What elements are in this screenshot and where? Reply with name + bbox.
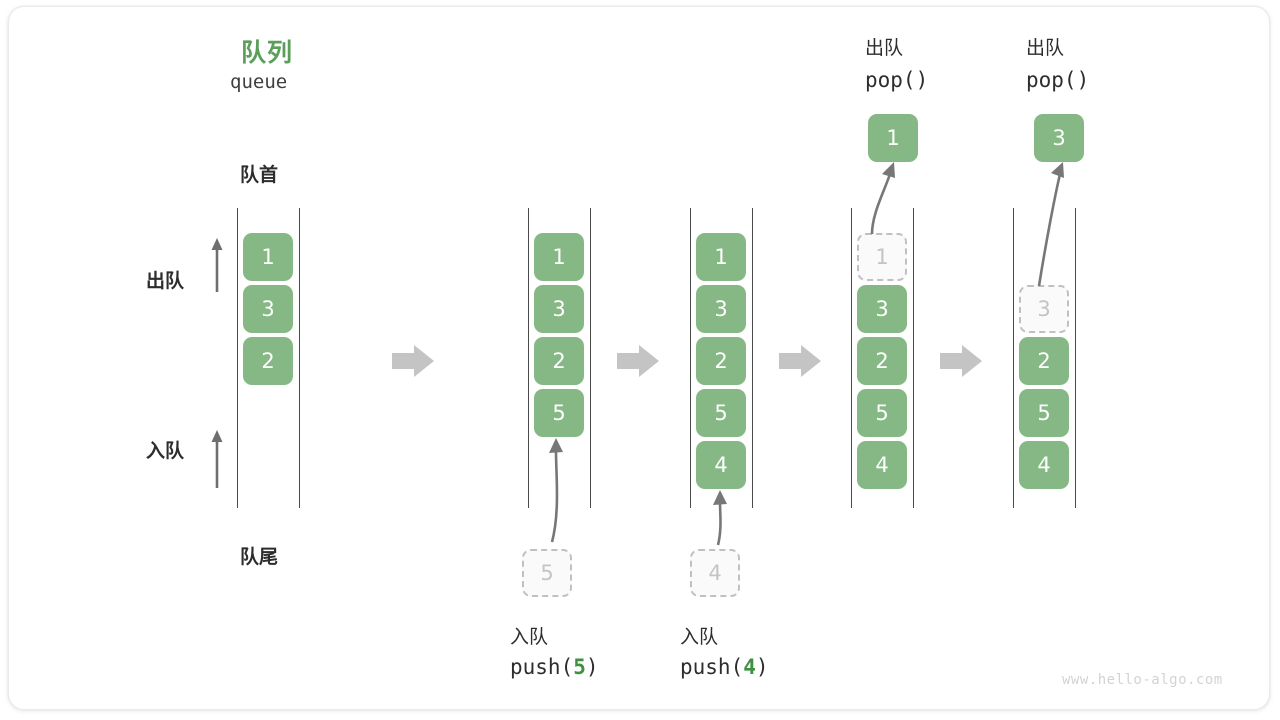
push-4-code-suffix: ) — [755, 655, 769, 679]
queue-cell: 3 — [534, 285, 584, 333]
push-4-code-arg: 4 — [743, 655, 756, 679]
queue-cell: 4 — [1019, 441, 1069, 489]
queue-cell: 2 — [857, 337, 907, 385]
step-arrow-icon — [779, 345, 821, 377]
push-5-arrow-icon — [549, 438, 563, 543]
pop-1-op-label: 出队 — [865, 37, 904, 59]
queue-cell: 5 — [1019, 389, 1069, 437]
step-arrow-icon — [940, 345, 982, 377]
rail-left — [528, 208, 529, 508]
queue-cell: 2 — [696, 337, 746, 385]
popped-cell: 1 — [868, 114, 918, 162]
push-5-code-arg: 5 — [573, 655, 586, 679]
rail-right — [913, 208, 914, 508]
queue-cell: 4 — [696, 441, 746, 489]
queue-cell: 3 — [857, 285, 907, 333]
dequeue-side-label: 出队 — [146, 270, 185, 292]
queue-cell: 4 — [857, 441, 907, 489]
incoming-cell-ghost: 4 — [690, 549, 740, 597]
rail-right — [590, 208, 591, 508]
queue-cell: 2 — [243, 337, 293, 385]
queue-cell-ghost: 3 — [1019, 285, 1069, 333]
watermark: www.hello-algo.com — [1062, 672, 1223, 688]
push-5-code-label: push(5) — [510, 655, 599, 679]
pop-3-arrow-icon — [1037, 162, 1064, 287]
push-4-code-prefix: push( — [680, 655, 744, 679]
queue-rear-label: 队尾 — [240, 546, 279, 568]
rail-left — [690, 208, 691, 508]
queue-cell: 1 — [534, 233, 584, 281]
queue-cell-ghost: 1 — [857, 233, 907, 281]
queue-cell: 3 — [243, 285, 293, 333]
queue-cell: 2 — [1019, 337, 1069, 385]
rail-right — [752, 208, 753, 508]
queue-cell: 5 — [696, 389, 746, 437]
queue-cell: 1 — [696, 233, 746, 281]
rail-right — [299, 208, 300, 508]
rail-left — [851, 208, 852, 508]
queue-cell: 2 — [534, 337, 584, 385]
page-title: 队列 — [241, 38, 294, 67]
pop-1-code-label: pop() — [865, 68, 929, 92]
popped-cell: 3 — [1034, 114, 1084, 162]
step-arrow-icon — [617, 345, 659, 377]
queue-cell: 5 — [857, 389, 907, 437]
enqueue-side-label: 入队 — [146, 440, 185, 462]
queue-cell: 1 — [243, 233, 293, 281]
push-4-code-label: push(4) — [680, 655, 769, 679]
step-arrow-icon — [392, 345, 434, 377]
push-5-code-suffix: ) — [585, 655, 599, 679]
rail-right — [1075, 208, 1076, 508]
page-subtitle: queue — [230, 71, 288, 93]
pop-3-code-label: pop() — [1026, 68, 1090, 92]
pop-1-arrow-icon — [870, 162, 895, 235]
push-5-op-label: 入队 — [510, 626, 549, 648]
incoming-cell-ghost: 5 — [522, 549, 572, 597]
queue-front-label: 队首 — [240, 164, 279, 186]
push-4-arrow-icon — [713, 490, 727, 546]
queue-cell: 3 — [696, 285, 746, 333]
rail-left — [237, 208, 238, 508]
pop-3-op-label: 出队 — [1026, 37, 1065, 59]
queue-cell: 5 — [534, 389, 584, 437]
dequeue-direction-arrow-icon — [211, 238, 223, 292]
push-5-code-prefix: push( — [510, 655, 574, 679]
push-4-op-label: 入队 — [680, 626, 719, 648]
enqueue-direction-arrow-icon — [211, 430, 223, 488]
rail-left — [1013, 208, 1014, 508]
